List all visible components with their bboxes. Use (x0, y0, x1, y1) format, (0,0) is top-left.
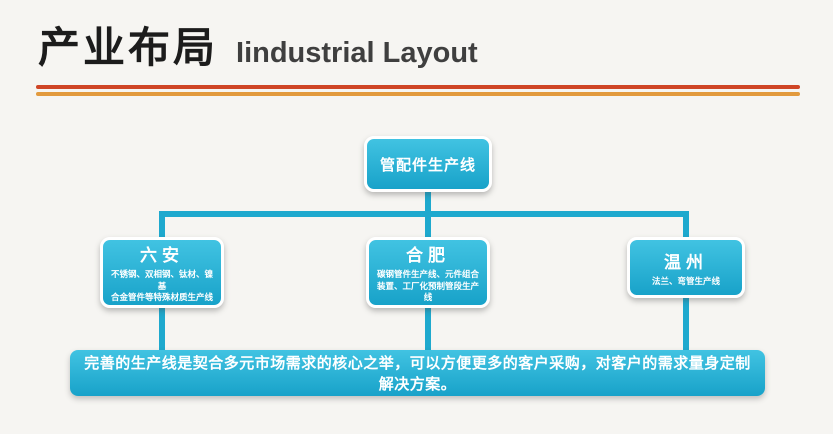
node-luan-desc: 不锈钢、双相钢、钛材、镍基 合金管件等特殊材质生产线 (110, 268, 213, 303)
connector-luan-stem (159, 211, 165, 241)
node-wenzhou: 温州 法兰、弯管生产线 (627, 237, 745, 298)
page-title-en: Iindustrial Layout (236, 37, 478, 69)
connector-horizontal (159, 211, 689, 217)
connector-luan-to-summary (159, 306, 165, 354)
page-title-cn: 产业布局 (38, 24, 219, 71)
node-luan: 六安 不锈钢、双相钢、钛材、镍基 合金管件等特殊材质生产线 (100, 237, 224, 308)
node-wenzhou-desc: 法兰、弯管生产线 (651, 275, 720, 286)
summary-bar: 完善的生产线是契合多元市场需求的核心之举，可以方便更多的客户采购，对客户的需求量… (70, 350, 765, 396)
node-hefei-title: 合肥 (406, 245, 450, 265)
node-wenzhou-title: 温州 (664, 252, 708, 272)
connector-hefei-stem (425, 211, 431, 241)
node-luan-title: 六安 (140, 245, 184, 265)
summary-text: 完善的生产线是契合多元市场需求的核心之举，可以方便更多的客户采购，对客户的需求量… (84, 355, 751, 393)
connector-wenzhou-to-summary (683, 296, 689, 354)
divider-rule-top (36, 85, 800, 89)
connector-hefei-to-summary (425, 306, 431, 354)
connector-wenzhou-stem (683, 211, 689, 241)
node-hefei: 合肥 碳钢管件生产线、元件组合 装置、工厂化预制管段生产线 (366, 237, 490, 308)
divider-rule-bottom (36, 92, 800, 96)
node-root-label: 管配件生产线 (379, 156, 476, 174)
node-root: 管配件生产线 (364, 136, 492, 192)
page-header: 产业布局 Iindustrial Layout (38, 14, 478, 75)
connector-root-stem (425, 190, 431, 214)
node-hefei-desc: 碳钢管件生产线、元件组合 装置、工厂化预制管段生产线 (376, 268, 479, 303)
